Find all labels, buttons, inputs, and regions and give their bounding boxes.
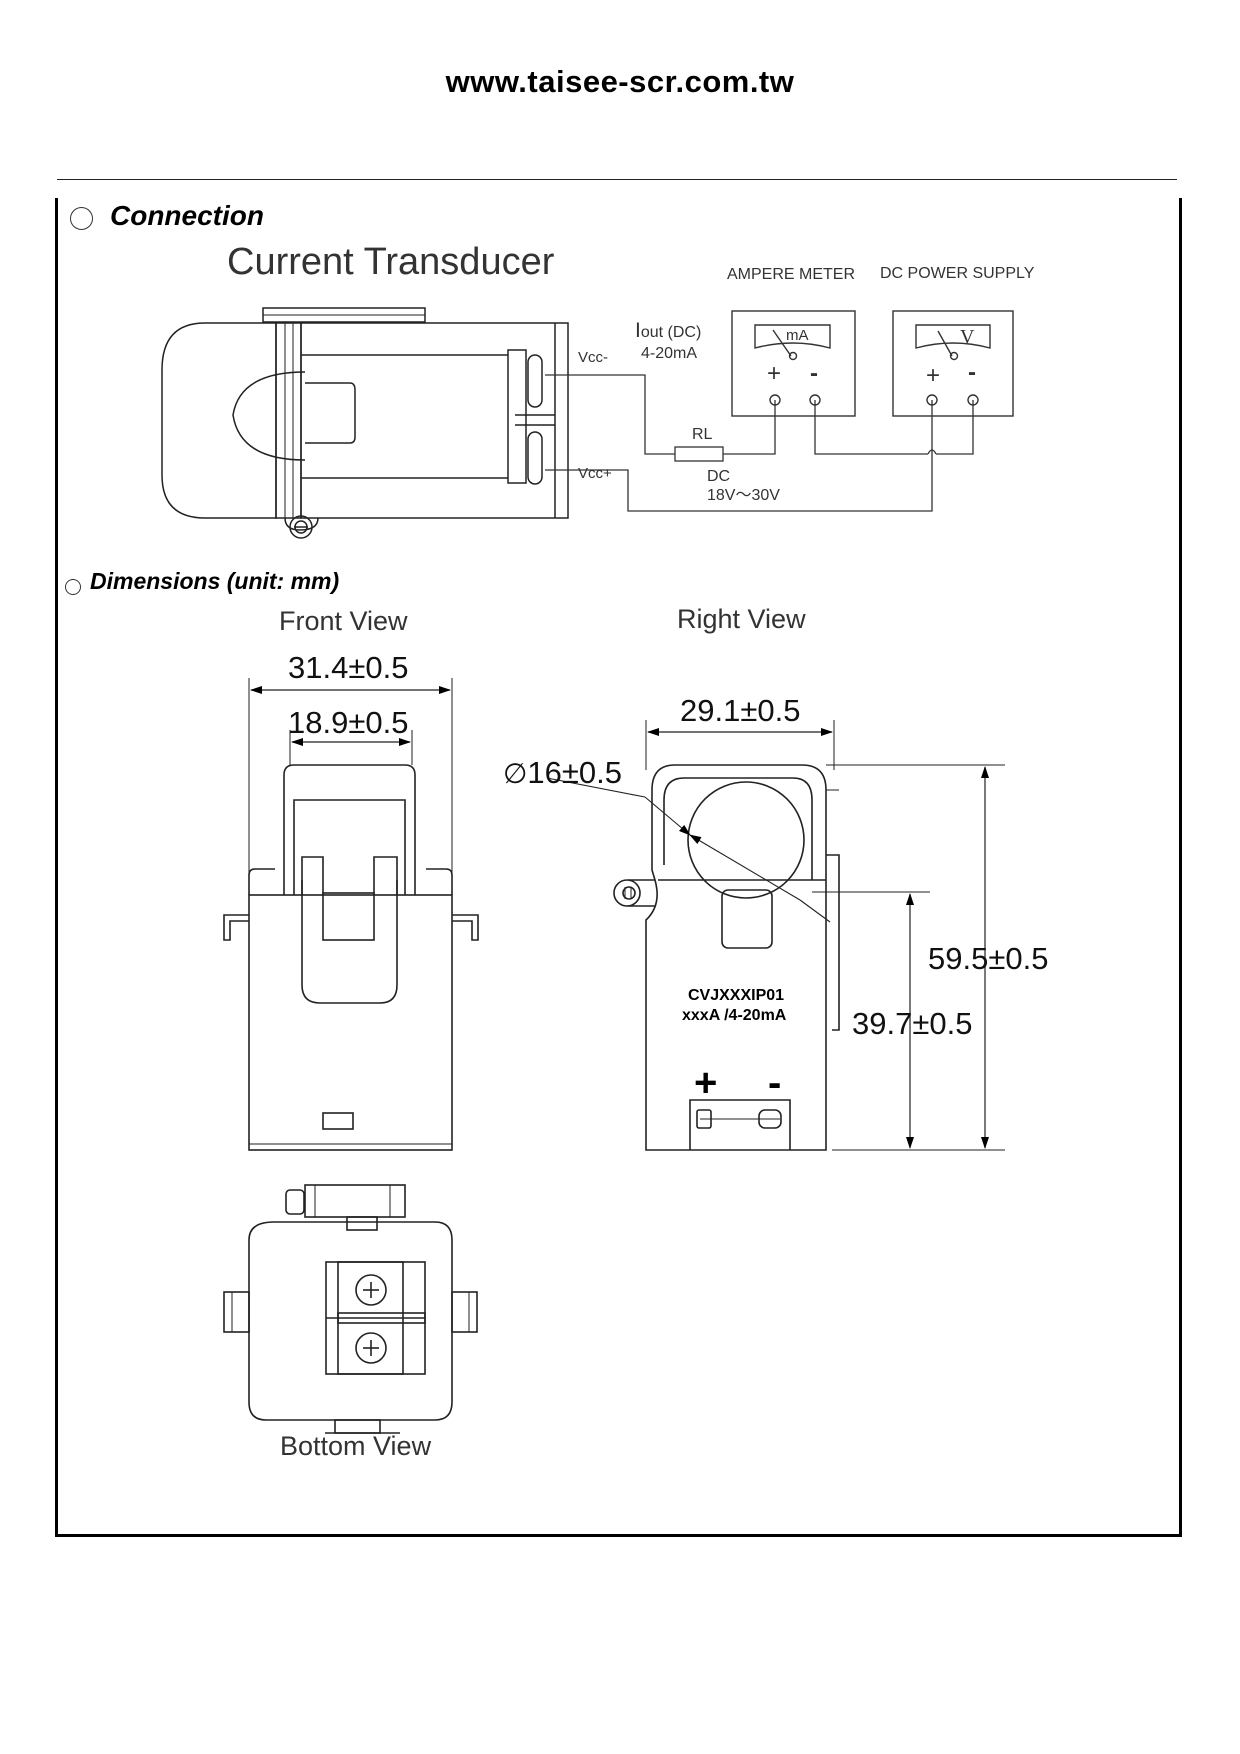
dc-range: 18V～30V (707, 487, 780, 504)
dc-label: DC (707, 468, 731, 485)
website-url: www.taisee-scr.com.tw (445, 64, 795, 99)
bottom-view-label: Bottom View (280, 1431, 432, 1461)
vcc-plus-label: Vcc+ (578, 465, 612, 482)
hole-diameter-value: 16±0.5 (527, 755, 622, 790)
iout-range: 4-20mA (641, 345, 698, 362)
front-view-label: Front View (279, 606, 408, 636)
header-rule (57, 179, 1177, 180)
iout-suffix: out (DC) (640, 324, 702, 341)
dimensions-bullet-icon (65, 579, 81, 595)
terminal-plus: + (694, 1061, 718, 1105)
current-rating: xxxA /4-20mA (682, 1007, 787, 1024)
iout-prefix: I (635, 319, 641, 342)
meter-plus: + (767, 360, 782, 387)
right-view-label: Right View (677, 604, 806, 634)
dc-power-supply (892, 310, 1014, 417)
connection-bullet-icon (70, 207, 93, 230)
meter-minus: - (810, 360, 818, 387)
power-supply-label: DC POWER SUPPLY (880, 265, 1035, 282)
hole-diameter-dimension: ∅16±0.5 (503, 757, 622, 788)
total-height-dimension: 59.5±0.5 (928, 941, 1049, 976)
front-inner-width-dimension: 18.9±0.5 (288, 705, 409, 740)
bottom-view-drawing (223, 1184, 478, 1434)
resistor-rl (674, 446, 724, 462)
front-width-dimension: 31.4±0.5 (288, 650, 409, 685)
supply-plus: + (926, 362, 941, 389)
transducer-side-view (161, 307, 569, 539)
ampere-meter-label: AMPERE METER (727, 266, 856, 283)
wiring (545, 374, 974, 512)
content-frame (55, 198, 1182, 1537)
vcc-minus-label: Vcc- (578, 349, 608, 366)
right-width-dimension: 29.1±0.5 (680, 693, 801, 728)
ampere-unit: mA (786, 327, 809, 344)
voltage-unit: V (960, 326, 975, 348)
body-height-dimension: 39.7±0.5 (852, 1006, 973, 1041)
supply-minus: - (968, 359, 976, 386)
front-view-drawing (223, 678, 479, 1151)
connection-heading: Connection (110, 200, 264, 231)
dimensions-heading: Dimensions (unit: mm) (90, 568, 340, 594)
model-number: CVJXXXIP01 (688, 987, 785, 1004)
iout-label: Iout (DC) (635, 320, 701, 341)
diameter-symbol: ∅ (503, 758, 528, 789)
right-view-drawing (546, 720, 1005, 1151)
terminal-minus: - (768, 1061, 782, 1105)
resistor-label: RL (692, 426, 713, 443)
transducer-title: Current Transducer (227, 241, 555, 283)
ampere-meter (731, 310, 856, 417)
